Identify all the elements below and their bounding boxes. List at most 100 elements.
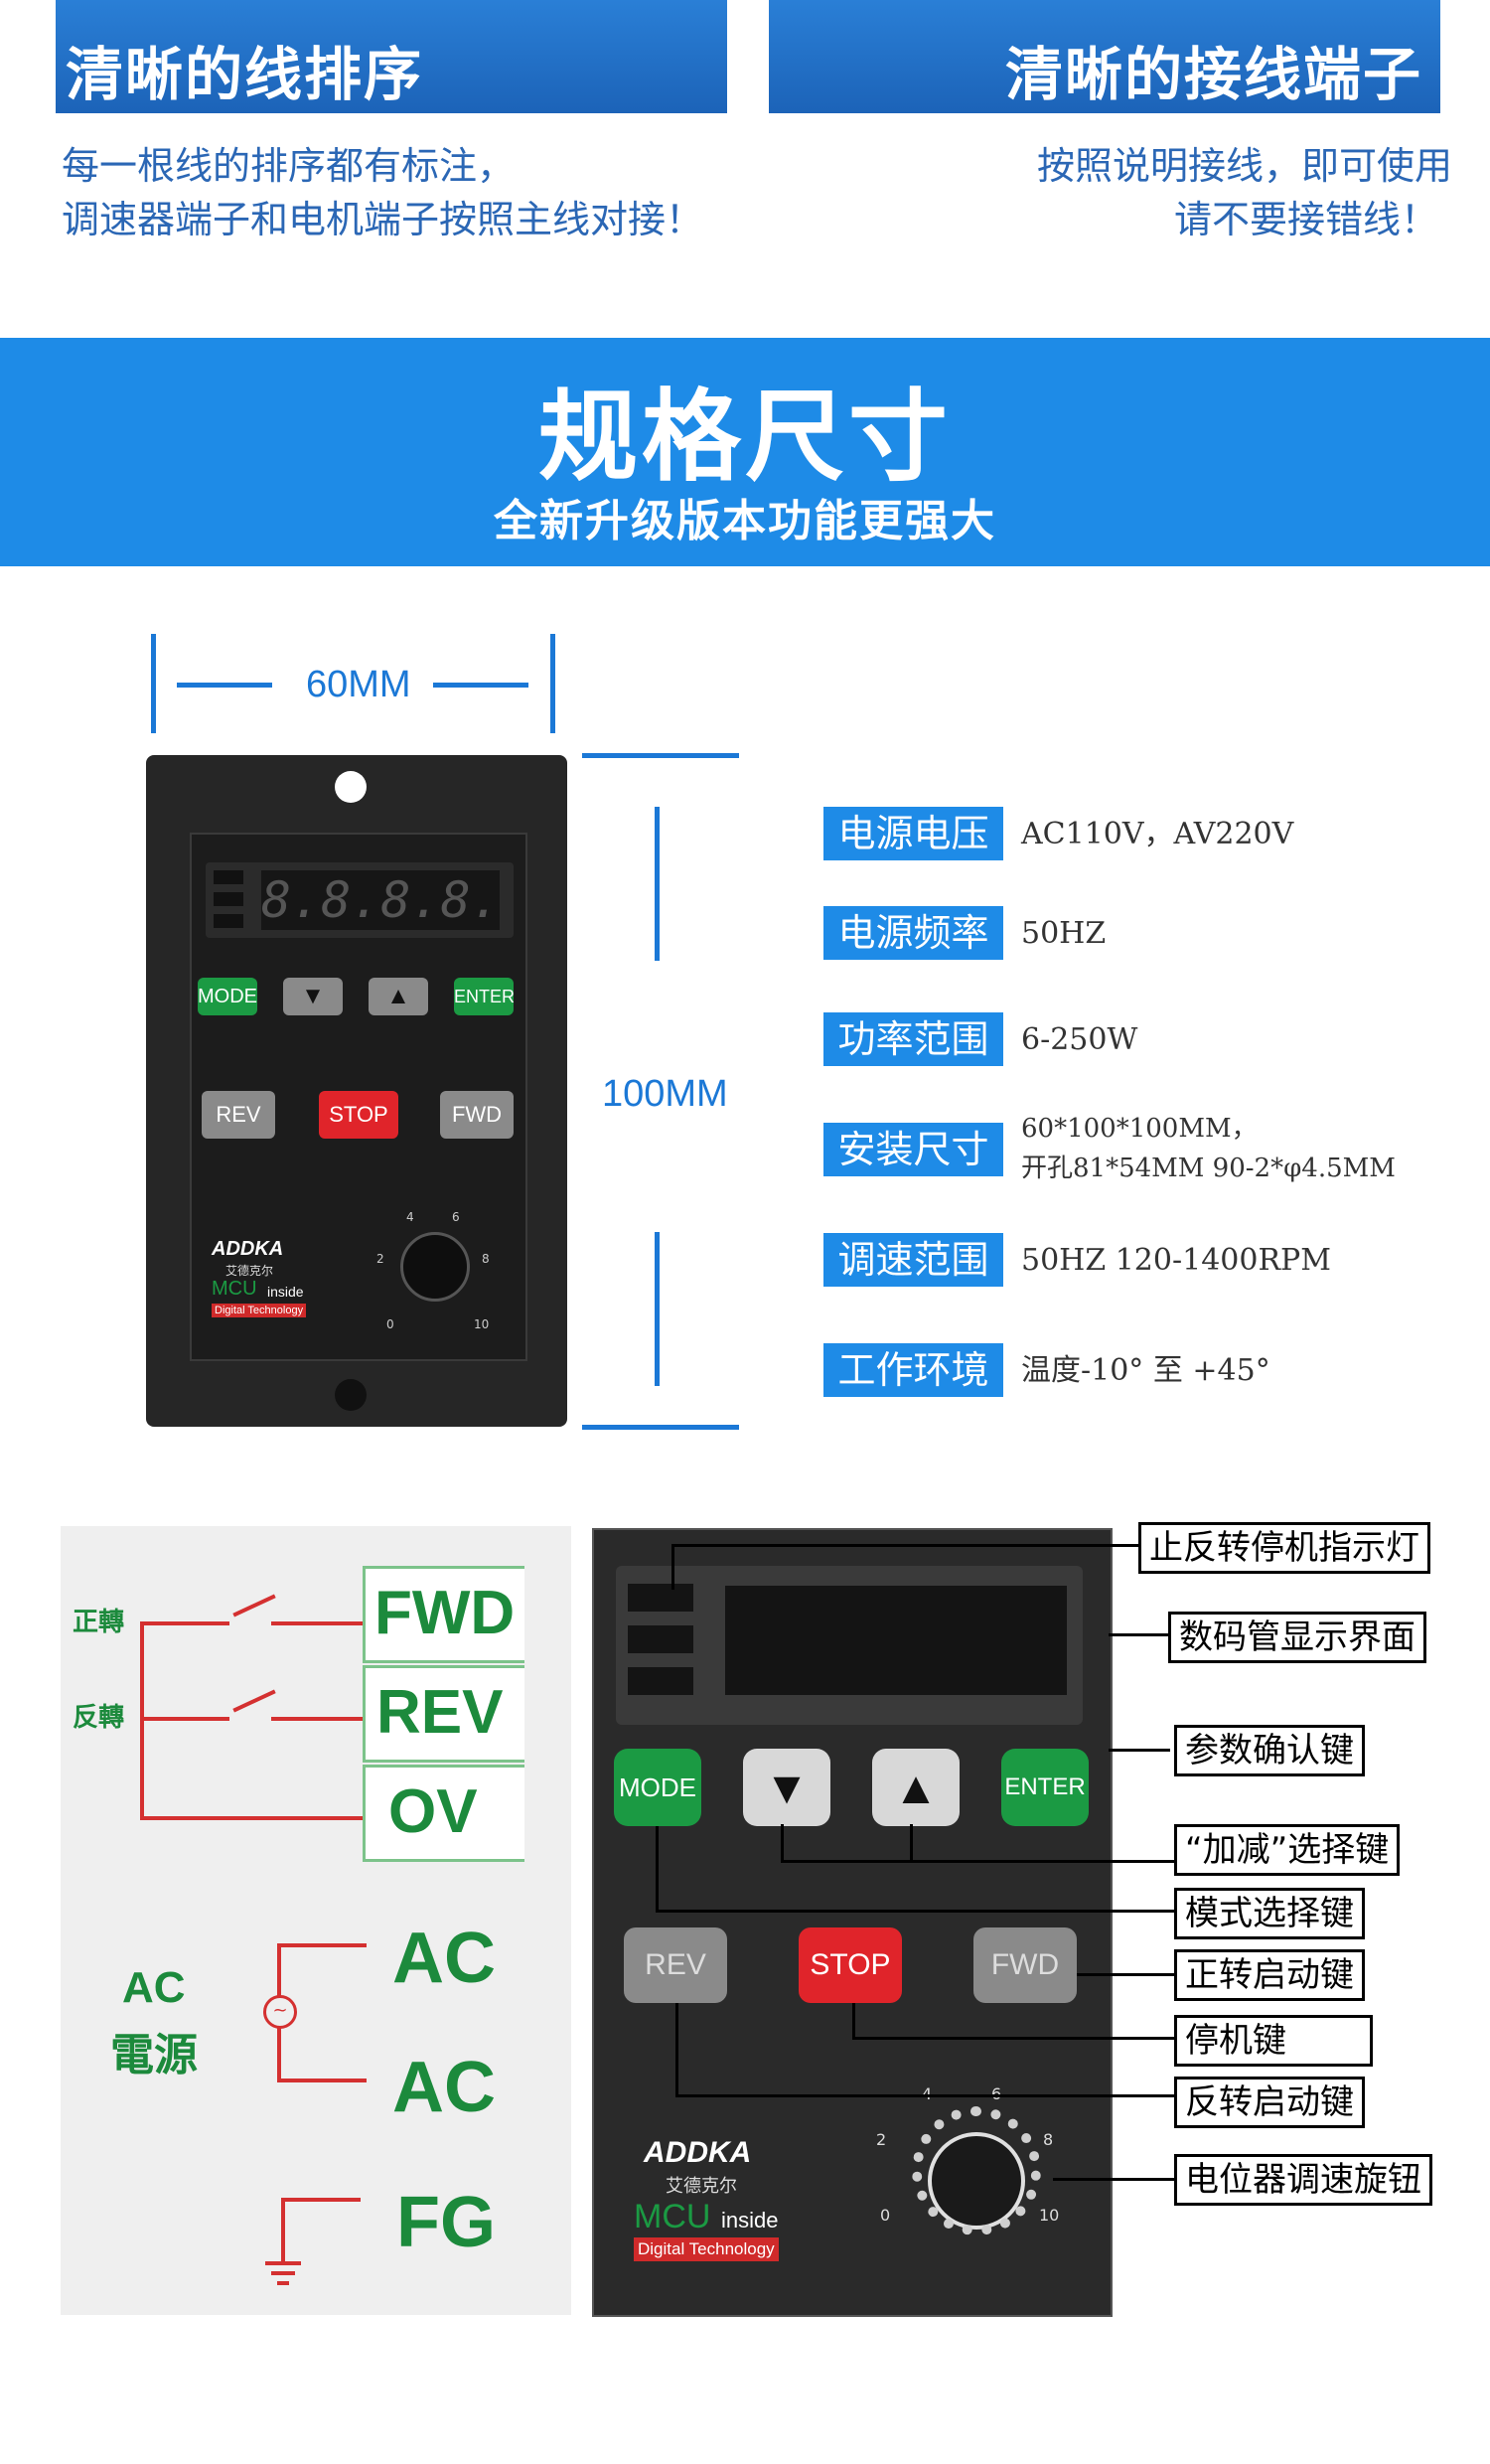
callout-stop: 停机键 bbox=[1174, 2015, 1373, 2067]
digit-display-large bbox=[725, 1586, 1067, 1695]
brand-cn: 艾德克尔 bbox=[225, 1264, 274, 1278]
stop-button-large[interactable]: STOP bbox=[799, 1927, 902, 2003]
banner-subtitle: 全新升级版本功能更强大 bbox=[494, 496, 996, 546]
indicator-led-large-2 bbox=[628, 1625, 693, 1653]
enter-button-large[interactable]: ENTER bbox=[1001, 1749, 1089, 1826]
spec-value-mount-1: 60*100*100MM， bbox=[1021, 1114, 1258, 1144]
up-button[interactable]: ▲ bbox=[369, 978, 428, 1015]
fg-terminal: FG bbox=[396, 2183, 496, 2262]
fwd-switch bbox=[232, 1594, 276, 1617]
dim-width-line-right bbox=[433, 683, 528, 688]
spec-label-environment: 工作环境 bbox=[823, 1343, 1003, 1397]
indicator-led-2 bbox=[214, 892, 243, 906]
fwd-button[interactable]: FWD bbox=[440, 1091, 514, 1139]
indicator-led-3 bbox=[214, 914, 243, 928]
tagline: Digital Technology bbox=[212, 1304, 307, 1317]
dial-mark-large-0: 0 bbox=[880, 2206, 891, 2225]
leader-indicator-v bbox=[671, 1544, 674, 1590]
tagline-large: Digital Technology bbox=[634, 2237, 779, 2261]
ov-terminal-label: OV bbox=[388, 1777, 478, 1846]
right-desc-line2: 请不要接错线！ bbox=[1173, 198, 1438, 241]
leader-up-v bbox=[910, 1824, 913, 1862]
stop-button[interactable]: STOP bbox=[319, 1091, 398, 1139]
ac-wire-top bbox=[277, 1943, 367, 1947]
ground-icon-3 bbox=[277, 2281, 289, 2285]
callout-knob: 电位器调速旋钮 bbox=[1174, 2154, 1432, 2206]
dial-mark-6: 6 bbox=[452, 1210, 460, 1224]
leader-fwd bbox=[1077, 1973, 1174, 1976]
dial-mark-2: 2 bbox=[376, 1252, 384, 1266]
rev-button[interactable]: REV bbox=[202, 1091, 275, 1139]
ground-icon bbox=[265, 2261, 301, 2265]
forward-label: 正轉 bbox=[73, 1608, 125, 1637]
dim-width-label: 60MM bbox=[306, 664, 411, 705]
left-desc-line2: 调速器端子和电机端子按照主线对接！ bbox=[62, 198, 704, 241]
fwd-button-large[interactable]: FWD bbox=[973, 1927, 1077, 2003]
control-panel: 8.8.8.8. MODE ▼ ▲ ENTER REV STOP FWD ADD… bbox=[190, 833, 527, 1361]
brand-logo-large: ADDKA bbox=[644, 2136, 752, 2169]
leader-knob bbox=[1053, 2178, 1174, 2181]
brand-logo: ADDKA bbox=[212, 1238, 284, 1260]
spec-value-power: 6-250W bbox=[1021, 1022, 1138, 1057]
up-button-large[interactable]: ▲ bbox=[872, 1749, 960, 1826]
down-button-large[interactable]: ▼ bbox=[743, 1749, 830, 1826]
mount-hole-bottom bbox=[335, 1379, 367, 1411]
spec-value-speed: 50HZ 120-1400RPM bbox=[1021, 1243, 1331, 1278]
ov-wire bbox=[140, 1816, 400, 1820]
leader-stop-v bbox=[852, 2003, 855, 2039]
dim-height-label: 100MM bbox=[602, 1073, 728, 1115]
callout-updown: “加减”选择键 bbox=[1174, 1824, 1401, 1876]
down-button[interactable]: ▼ bbox=[283, 978, 343, 1015]
spec-banner: 规格尺寸 全新升级版本功能更强大 bbox=[0, 338, 1490, 566]
mode-button[interactable]: MODE bbox=[198, 978, 257, 1015]
rev-button-large[interactable]: REV bbox=[624, 1927, 727, 2003]
rev-terminal-box bbox=[363, 1665, 524, 1763]
annotated-controller: MODE ▼ ▲ ENTER REV STOP FWD ADDKA 艾德克尔 M… bbox=[592, 1528, 1113, 2317]
fwd-wire-b bbox=[271, 1621, 400, 1625]
left-desc-line1: 每一根线的排序都有标注， bbox=[62, 144, 516, 188]
mount-hole-top bbox=[335, 771, 367, 803]
callout-display: 数码管显示界面 bbox=[1168, 1612, 1426, 1663]
dim-width-line-left bbox=[177, 683, 272, 688]
dial-scale bbox=[912, 2106, 1041, 2235]
dial-mark-0: 0 bbox=[386, 1317, 394, 1331]
mode-button-large[interactable]: MODE bbox=[614, 1749, 701, 1826]
dial-mark-large-6: 6 bbox=[991, 2084, 1001, 2103]
leader-mode-v bbox=[656, 1826, 659, 1912]
spec-label-mount: 安装尺寸 bbox=[823, 1123, 1003, 1176]
ac-terminal-1: AC bbox=[392, 1919, 496, 1998]
ov-terminal-box bbox=[363, 1765, 524, 1862]
top-left-banner: 清晰的线排序 bbox=[56, 0, 727, 113]
common-wire bbox=[140, 1621, 144, 1820]
ac-terminal-2: AC bbox=[392, 2048, 496, 2127]
leader-rev-h bbox=[675, 2094, 1174, 2097]
dim-height-line-top bbox=[655, 807, 660, 961]
ground-icon-2 bbox=[271, 2271, 295, 2275]
dial-mark-8: 8 bbox=[482, 1252, 490, 1266]
callout-mode: 模式选择键 bbox=[1174, 1888, 1365, 1939]
display-frame: 8.8.8.8. bbox=[206, 862, 514, 938]
speed-controller-photo: 8.8.8.8. MODE ▼ ▲ ENTER REV STOP FWD ADD… bbox=[146, 755, 567, 1427]
enter-button[interactable]: ENTER bbox=[454, 978, 515, 1015]
arrow-down-icon: ▼ bbox=[764, 1762, 810, 1813]
leader-display bbox=[1109, 1633, 1170, 1636]
ac-source-icon: ~ bbox=[263, 1995, 297, 2029]
indicator-led-large-3 bbox=[628, 1667, 693, 1695]
mcu-label: MCU bbox=[212, 1278, 257, 1300]
potentiometer-knob[interactable] bbox=[400, 1232, 470, 1302]
callout-fwd: 正转启动键 bbox=[1174, 1949, 1365, 2001]
fwd-wire-a bbox=[140, 1621, 229, 1625]
spec-value-mount-2: 开孔81*54MM 90-2*φ4.5MM bbox=[1021, 1154, 1396, 1183]
spec-label-power: 功率范围 bbox=[823, 1012, 1003, 1066]
top-left-title: 清晰的线排序 bbox=[66, 41, 424, 108]
dial-mark-large-2: 2 bbox=[876, 2130, 887, 2149]
callout-rev: 反转启动键 bbox=[1174, 2077, 1365, 2128]
callout-indicator: 止反转停机指示灯 bbox=[1138, 1522, 1430, 1574]
arrow-up-icon: ▲ bbox=[893, 1762, 939, 1813]
fg-wire bbox=[281, 2198, 285, 2261]
fwd-terminal-label: FWD bbox=[374, 1579, 516, 1647]
right-desc-line1: 按照说明接线，即可使用 bbox=[1036, 144, 1452, 188]
rev-terminal-label: REV bbox=[376, 1678, 504, 1747]
dim-bottom-tick bbox=[582, 1425, 739, 1430]
spec-value-frequency: 50HZ bbox=[1021, 916, 1107, 951]
